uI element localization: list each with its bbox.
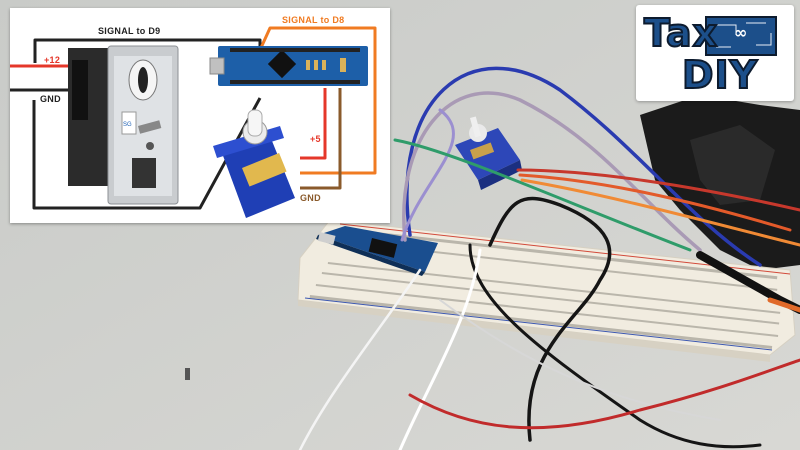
label-plus-5: +5 [310,134,321,144]
label-gnd-right: GND [300,193,321,203]
label-gnd-left: GND [40,94,61,104]
svg-text:SG: SG [123,122,132,128]
power-5v-wire [300,88,327,160]
label-signal-to-d9: SIGNAL to D9 [98,26,161,36]
infinity-icon: ∞ [734,23,748,42]
ground-wire-right [300,88,342,190]
arduino-nano-diagram [209,46,368,86]
signal-wire-d8 [258,26,377,175]
small-debris [185,368,190,380]
logo-word-diy: DIY [681,52,759,98]
breadboard-holes [309,228,781,350]
jumper-wires [298,66,800,450]
arduino-nano-board [316,226,438,276]
tax-diy-logo: Tax DIY ∞ [636,5,794,101]
label-plus-12: +12 [44,55,61,65]
coin-acceptor-diagram: SG [68,45,179,205]
logo-word-tax: Tax [643,10,719,56]
micro-servo-diagram [213,109,295,218]
signal-wire-d9 [33,38,262,63]
label-signal-to-d8: SIGNAL to D8 [282,15,345,25]
wiring-diagram-inset: SG [10,8,390,223]
black-coin-device [640,95,800,270]
wiring-diagram: SG [10,26,377,218]
logo-circuit-background [705,16,777,56]
